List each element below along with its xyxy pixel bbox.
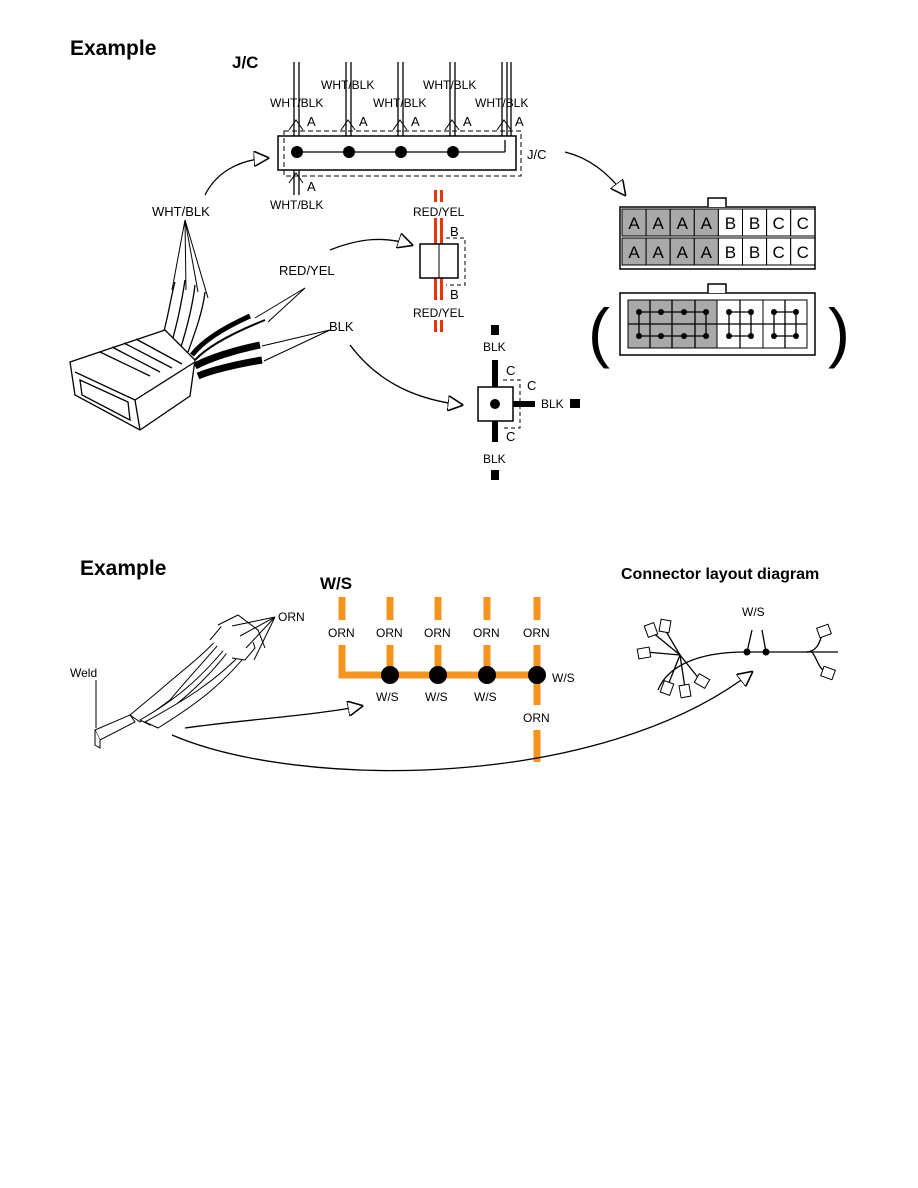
connector-layout-diagram [645,627,838,691]
section1-title: Example [70,37,156,60]
pin-label-a: A [359,114,368,129]
wire-label-red-yel: RED/YEL [413,306,465,320]
connector-pin-label: A [677,214,689,233]
ws-node-label: W/S [376,690,399,704]
connector-pin-label: C [797,214,809,233]
pin-label-b: B [450,224,459,239]
jc-pin-hooks [288,119,512,131]
ws-splice-dots [381,666,546,684]
connector-pin-cell [645,237,671,266]
connector-layout-title: Connector layout diagram [621,566,819,583]
leader-lines [171,219,331,362]
wire-label-red-yel: RED/YEL [413,205,465,219]
ws-heading: W/S [320,574,352,593]
wire-label-wht-blk: WHT/BLK [270,96,323,110]
wire-label-orn: ORN [473,626,500,640]
section2-title: Example [80,557,166,580]
pin-label-a: A [307,179,316,194]
flow-arrows-section2 [171,672,752,772]
pin-label-c: C [506,363,515,378]
ws-node-label: W/S [742,605,765,619]
jc-dashed-outline [283,130,522,177]
jc-wires [293,62,512,195]
wire-label-orn: ORN [376,626,403,640]
jc-heading: J/C [232,53,258,72]
pin-label-b: B [450,287,459,302]
connector-pin-cell [790,237,816,266]
connector-pin-cell [693,208,719,237]
red-yel-wire [434,190,443,332]
wire-label-blk: BLK [483,452,506,466]
connector-pin-cell [742,237,768,266]
connector-pin-cell [621,237,647,266]
wire-label-blk: BLK [483,340,506,354]
connector-pin-cell [790,208,816,237]
connector-pin-label: A [652,214,664,233]
wire-label-orn: ORN [278,610,305,624]
connector-pin-cell [717,208,744,237]
wire-label-wht-blk: WHT/BLK [423,78,476,92]
connector-pin-label: B [725,214,736,233]
jc-splice-dots [291,146,459,158]
connector-illustration [69,279,266,431]
wire-label-blk: BLK [541,397,564,411]
wire-label-wht-blk: WHT/BLK [152,204,210,219]
connector-pin-cell [669,208,695,237]
ws-node-label: W/S [552,671,575,685]
connector-pin-label: C [773,243,785,262]
connector-pin-label: A [701,243,713,262]
ws-node-label: W/S [425,690,448,704]
pin-label-a: A [515,114,524,129]
connector-pin-cell [621,208,647,237]
connector-pin-cell [766,237,792,266]
wire-label-wht-blk: WHT/BLK [475,96,528,110]
wire-label-wht-blk: WHT/BLK [321,78,374,92]
connector-pin-label: A [701,214,713,233]
paren-close: ) [828,295,850,369]
wire-label-orn: ORN [523,626,550,640]
connector-pin-label: A [628,243,640,262]
flow-arrows [204,152,625,405]
connector-pin-label: C [773,214,785,233]
wire-label-wht-blk: WHT/BLK [270,198,323,212]
connector-pin-label: A [677,243,689,262]
pin-label-a: A [411,114,420,129]
connector-pin-label: A [652,243,664,262]
weld-label: Weld [70,666,97,680]
wire-label-orn: ORN [523,711,550,725]
connector-pin-label: B [749,214,760,233]
connector-pin-cell [766,208,792,237]
pin-label-c: C [527,378,536,393]
ws-node-label: W/S [474,690,497,704]
connector-pin-label: A [628,214,640,233]
connector-pin-cell [669,237,695,266]
wire-label-orn: ORN [328,626,355,640]
connector-pin-label: B [725,243,736,262]
paren-open: ( [588,295,610,369]
blk-wire [491,325,580,480]
connector-pin-cell [742,208,768,237]
wire-label-orn: ORN [424,626,451,640]
connector-pin-label: B [749,243,760,262]
jc-side-label: J/C [527,147,547,162]
pin-label-c: C [506,429,515,444]
connector-pin-label: C [797,243,809,262]
wire-label-blk: BLK [329,319,354,334]
connector-pin-cell [717,237,744,266]
connector-pin-cell [645,208,671,237]
weld-bundle-illustration [94,614,266,749]
wire-label-wht-blk: WHT/BLK [373,96,426,110]
orn-leader-lines [95,616,276,728]
pin-label-a: A [307,114,316,129]
wire-label-red-yel: RED/YEL [279,263,335,278]
pin-label-a: A [463,114,472,129]
